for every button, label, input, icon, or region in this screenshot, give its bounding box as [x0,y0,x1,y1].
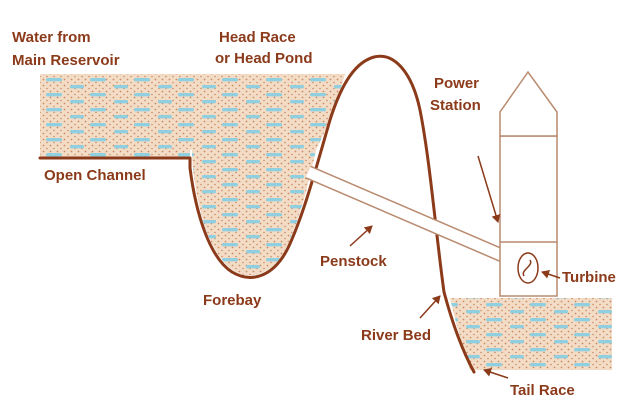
label-forebay: Forebay [203,292,262,309]
label-main-reservoir: Main Reservoir [12,52,120,69]
river-bed-arrow [419,295,441,319]
main-reservoir-water [40,74,345,158]
ground-profile-line [38,54,476,374]
label-open-channel: Open Channel [44,167,146,184]
forebay-water [192,150,316,276]
label-turbine: Turbine [562,269,616,286]
turbine-arrow [541,269,561,279]
turbine-icon [517,252,539,284]
label-power: Power [434,75,479,92]
label-station: Station [430,97,481,114]
tail-race-water [450,298,612,370]
label-head-pond: or Head Pond [215,50,313,67]
label-water-from: Water from [12,29,91,46]
tail-race-arrow [483,367,509,379]
label-river-bed: River Bed [361,327,431,344]
label-penstock: Penstock [320,253,387,270]
penstock-arrow [349,225,373,247]
penstock-pipe [305,165,525,271]
label-tail-race: Tail Race [510,382,575,399]
power-station-arrow [477,155,501,223]
label-head-race: Head Race [219,29,296,46]
